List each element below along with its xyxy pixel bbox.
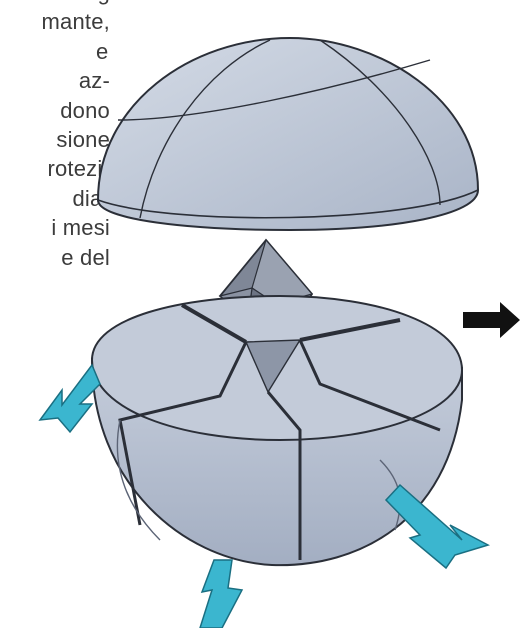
cyan-arrow-icon	[200, 560, 242, 628]
black-arrow-icon	[463, 302, 520, 338]
cyan-arrow-icon	[40, 365, 100, 432]
cyan-arrow-icon	[386, 485, 488, 568]
bottom-shell-icon	[92, 296, 462, 565]
top-cap-icon	[98, 38, 478, 230]
